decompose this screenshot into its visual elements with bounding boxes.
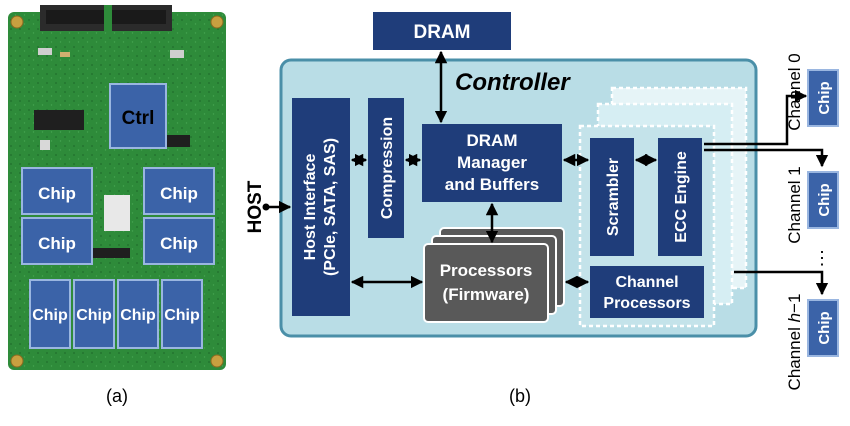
- compression-label: Compression: [379, 117, 396, 219]
- channel-processors-line1: Channel: [615, 274, 678, 291]
- controller-label: Controller: [455, 69, 571, 96]
- sata-power-pins: [112, 10, 166, 24]
- dram-manager-line3: and Buffers: [445, 175, 539, 194]
- host-interface-box: [292, 98, 350, 316]
- ctrl-label: Ctrl: [122, 108, 155, 129]
- board-chip-vertical: Chip: [117, 279, 159, 349]
- dram-manager-box: [422, 124, 562, 202]
- channel-0-bus: [704, 89, 808, 146]
- smd-component: [38, 48, 52, 55]
- host-interface-protocols: (PCIe, SATA, SAS): [322, 138, 339, 276]
- board-chip-vertical: Chip: [73, 279, 115, 349]
- dram-box: [373, 12, 511, 50]
- processors-box: [423, 243, 549, 323]
- caption-b: (b): [509, 386, 531, 406]
- smd-component: [170, 50, 184, 58]
- board-chip-vertical: Chip: [161, 279, 203, 349]
- chip-label: Chip: [38, 184, 76, 203]
- caption-a: (a): [106, 386, 128, 406]
- barcode-label: [104, 195, 130, 231]
- host-arrow-dot: [262, 203, 270, 211]
- chip-label: Chip: [76, 307, 112, 324]
- compression-box: [368, 98, 404, 238]
- host-label: HOST: [245, 180, 266, 233]
- channel-h-bus: [734, 270, 829, 296]
- scrambler-box: [590, 138, 634, 256]
- mounting-hole: [210, 15, 224, 29]
- chip-label: Chip: [164, 307, 200, 324]
- board-chip: Chip: [21, 217, 93, 265]
- channel-processors-box: [590, 266, 704, 318]
- channel-1-bus: [704, 148, 829, 168]
- chip-label: Chip: [38, 234, 76, 253]
- smd-ic: [160, 135, 190, 147]
- smd-ic: [90, 248, 130, 258]
- chip-label: Chip: [160, 234, 198, 253]
- dram-manager-line2: Manager: [457, 153, 527, 172]
- channel-0-chip: Chip: [807, 69, 839, 127]
- smd-component: [60, 52, 70, 57]
- channel-1-chip: Chip: [807, 171, 839, 229]
- dram-label: DRAM: [414, 22, 471, 43]
- channel-0-label: Channel 0: [785, 53, 804, 131]
- ecc-engine-label: ECC Engine: [673, 151, 690, 243]
- board-chip: Chip: [21, 167, 93, 215]
- board-chip: Chip: [143, 217, 215, 265]
- chip-label: Chip: [120, 307, 156, 324]
- controller-chip: [109, 83, 167, 149]
- channel-ellipsis: ⋮: [813, 248, 831, 268]
- channel-1-label: Channel 1: [785, 166, 804, 244]
- sata-key: [104, 5, 112, 31]
- ssd-board: Ctrl Chip Chip Chip Chip Chip Chip Chi: [8, 5, 226, 370]
- processors-label: Processors: [440, 261, 533, 280]
- board-chip-vertical: Chip: [29, 279, 71, 349]
- channel-processors-line2: Processors: [603, 295, 690, 312]
- mounting-hole: [10, 15, 24, 29]
- chip-label: Chip: [160, 184, 198, 203]
- dram-manager-line1: DRAM: [467, 131, 518, 150]
- mounting-hole: [10, 354, 24, 368]
- channel-h-chip: Chip: [807, 299, 839, 357]
- chip-label: Chip: [816, 81, 833, 114]
- mounting-hole: [210, 354, 224, 368]
- processors-firmware-label: (Firmware): [443, 285, 530, 304]
- scrambler-label: Scrambler: [605, 158, 622, 236]
- chip-label: Chip: [816, 183, 833, 216]
- sata-data-pins: [46, 10, 104, 24]
- smd-ic: [34, 110, 84, 130]
- smd-component: [40, 140, 50, 150]
- board-chip: Chip: [143, 167, 215, 215]
- chip-label: Chip: [32, 307, 68, 324]
- ecc-engine-box: [658, 138, 702, 256]
- host-interface-label: Host Interface: [302, 154, 319, 261]
- chip-label: Chip: [816, 311, 833, 344]
- channel-h-label: Channel h−1: [785, 294, 804, 391]
